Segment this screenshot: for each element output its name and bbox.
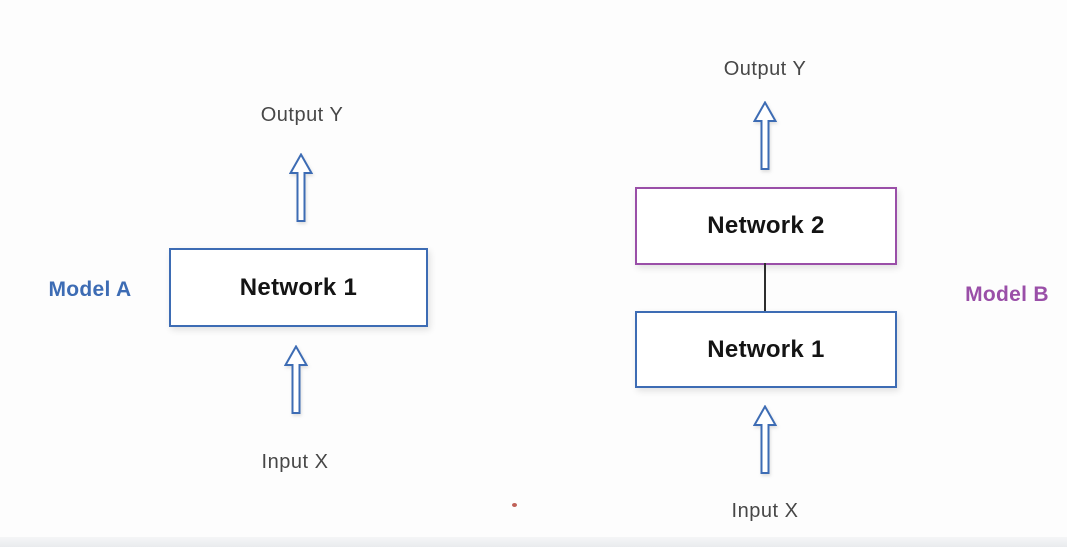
- model-a-label: Model A: [48, 278, 132, 301]
- model-b-network1-box: Network 1: [635, 311, 897, 388]
- red-dot-marker: [512, 503, 517, 507]
- model-b-network2-box: Network 2: [635, 187, 897, 265]
- network-box-label: Network 1: [707, 335, 825, 363]
- up-arrow-icon: [753, 405, 777, 474]
- network-box-label: Network 1: [239, 273, 358, 301]
- model-a-input-label: Input X: [261, 451, 329, 473]
- model-b-input-label: Input X: [731, 500, 799, 522]
- model-a-network1-box: Network 1: [169, 248, 517, 507]
- network-connector-line: [764, 263, 766, 311]
- up-arrow-icon: [753, 101, 777, 170]
- network-box-label: Network 2: [707, 212, 825, 239]
- model-a-output-label: Output Y: [260, 104, 344, 126]
- up-arrow-icon: [284, 345, 308, 414]
- bottom-edge-strip: [0, 537, 1067, 547]
- model-b-label: Model B: [965, 283, 1049, 306]
- model-b-output-label: Output Y: [723, 58, 807, 80]
- up-arrow-icon: [289, 153, 313, 222]
